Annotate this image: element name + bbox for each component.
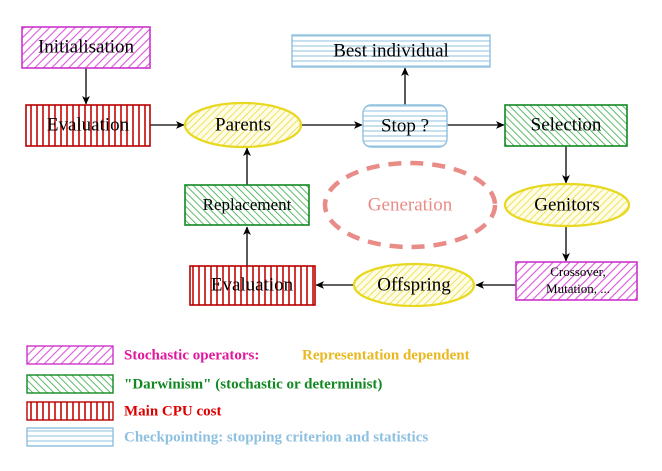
generation-marker: Generation <box>322 160 498 250</box>
legend-item-cpu-cost: Main CPU cost <box>26 401 222 421</box>
crossover-label-line2: Mutation, ... <box>546 281 610 296</box>
legend-label-stochastic: Stochastic operators: <box>124 347 259 363</box>
selection-box[interactable] <box>504 104 628 147</box>
legend-label-representation: Representation dependent <box>302 347 470 363</box>
node-parents[interactable]: Parents <box>183 101 303 149</box>
legend-item-checkpointing: Checkpointing: stopping criterion and st… <box>26 427 428 447</box>
legend-label-checkpointing: Checkpointing: stopping criterion and st… <box>124 429 428 445</box>
node-replacement[interactable]: Replacement <box>184 184 310 226</box>
best-individual-box[interactable] <box>291 34 491 68</box>
stop-box[interactable] <box>362 104 448 148</box>
parents-label: Parents <box>215 114 271 135</box>
node-crossover-mutation[interactable]: Crossover, Mutation, ... <box>515 261 638 301</box>
node-stop[interactable]: Stop ? <box>362 104 448 148</box>
node-selection[interactable]: Selection <box>504 104 628 147</box>
legend-item-darwinism: "Darwinism" (stochastic or determinist) <box>26 374 382 394</box>
legend-swatch-magenta <box>26 345 114 365</box>
node-genitors[interactable]: Genitors <box>503 182 631 228</box>
replacement-label: Replacement <box>203 195 292 214</box>
genitors-ellipse[interactable] <box>503 182 631 228</box>
genitors-label: Genitors <box>534 194 599 215</box>
evaluation-top-label: Evaluation <box>47 114 130 135</box>
selection-label: Selection <box>531 114 602 135</box>
node-evaluation-top[interactable]: Evaluation <box>25 104 151 147</box>
evaluation-top-box[interactable] <box>25 104 151 147</box>
legend-swatch-green <box>26 374 114 394</box>
evaluation-bottom-box[interactable] <box>189 265 316 306</box>
generation-dashed-ellipse <box>322 160 498 250</box>
legend-label-cpu-cost: Main CPU cost <box>124 403 222 419</box>
node-initialisation[interactable]: Initialisation <box>21 26 151 69</box>
node-best-individual[interactable]: Best individual <box>291 34 491 68</box>
initialisation-label: Initialisation <box>38 36 135 57</box>
legend-item-stochastic: Stochastic operators: Representation dep… <box>26 345 470 365</box>
legend-label-darwinism: "Darwinism" (stochastic or determinist) <box>124 376 382 392</box>
legend-swatch-blue <box>26 427 114 447</box>
legend: Stochastic operators: Representation dep… <box>26 345 470 447</box>
node-offspring[interactable]: Offspring <box>352 262 476 308</box>
best-individual-label: Best individual <box>333 40 449 61</box>
crossover-mutation-box[interactable] <box>515 261 638 301</box>
parents-ellipse[interactable] <box>183 101 303 149</box>
offspring-label: Offspring <box>377 274 451 295</box>
replacement-box[interactable] <box>184 184 310 226</box>
initialisation-box[interactable] <box>21 26 151 69</box>
generation-label: Generation <box>368 194 453 215</box>
offspring-ellipse[interactable] <box>352 262 476 308</box>
crossover-label-line1: Crossover, <box>550 264 605 279</box>
node-evaluation-bottom[interactable]: Evaluation <box>189 265 316 306</box>
stop-label: Stop ? <box>381 115 429 136</box>
legend-swatch-red <box>26 401 114 421</box>
evaluation-bottom-label: Evaluation <box>211 274 294 295</box>
